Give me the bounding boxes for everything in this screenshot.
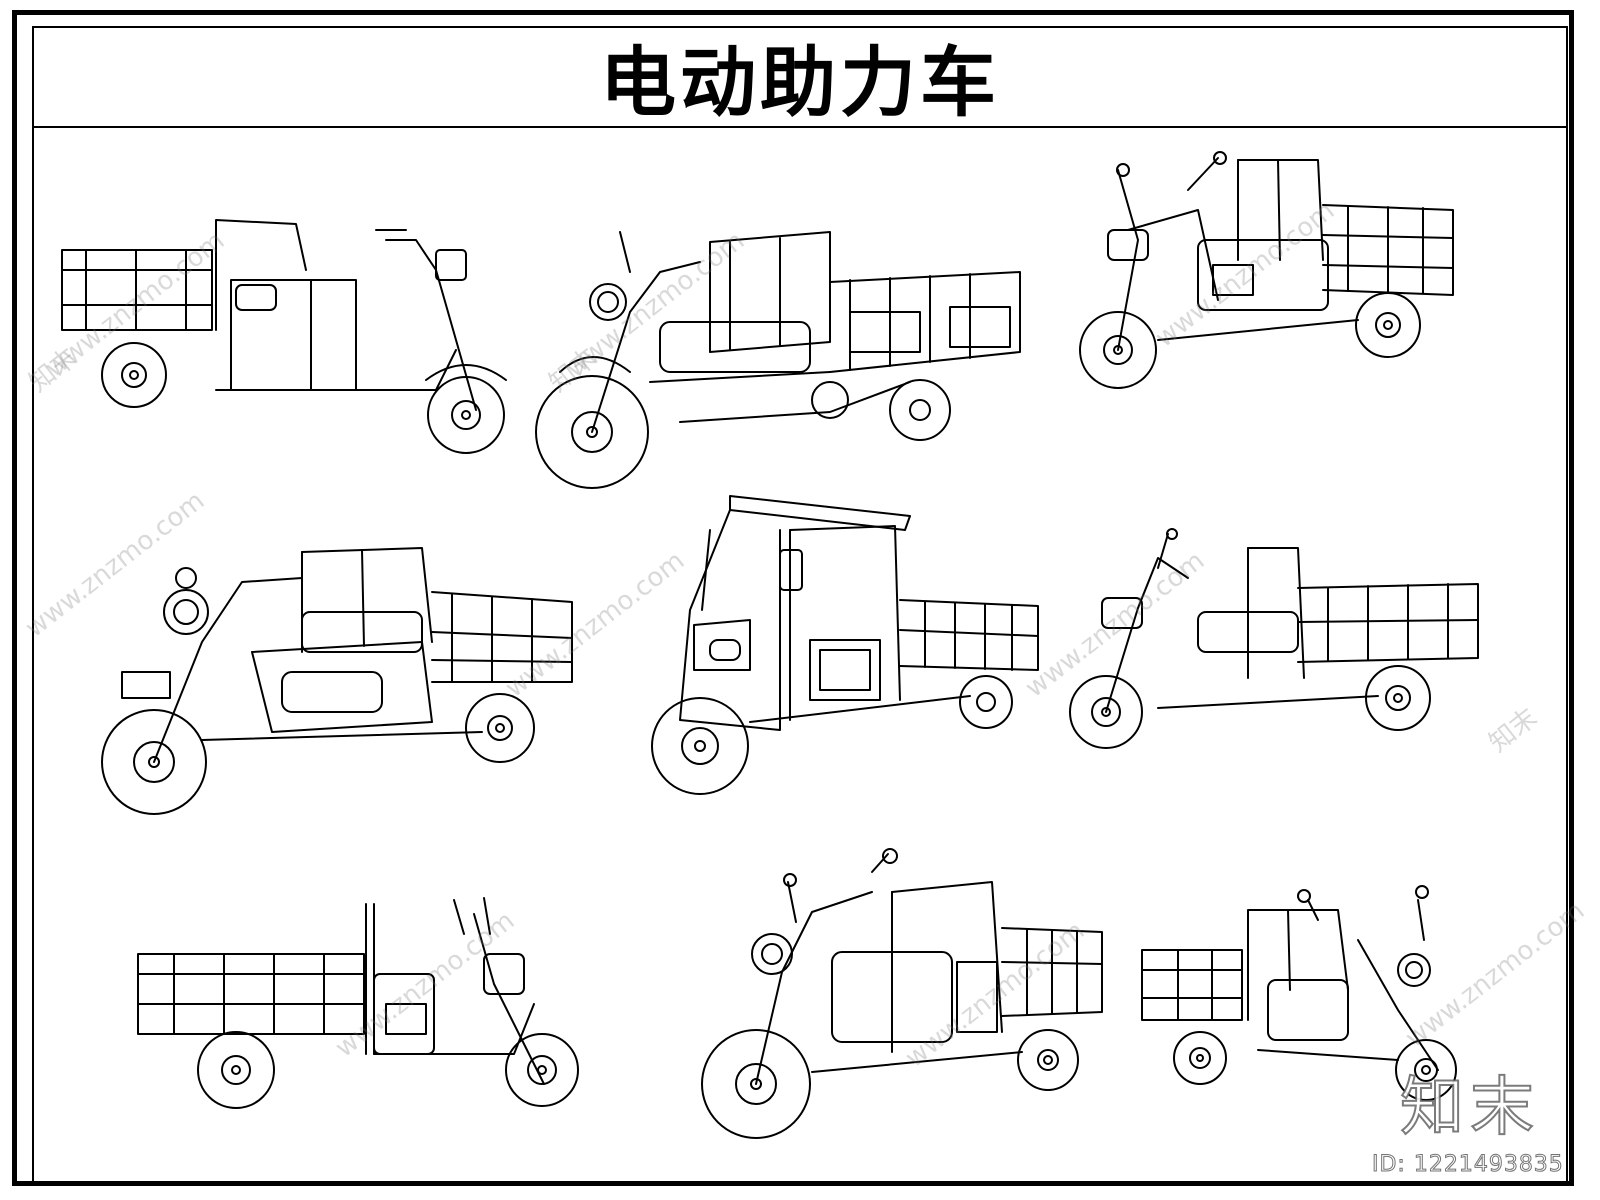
- vehicle-cargo-tricycle-3: [1068, 150, 1468, 392]
- vehicle-cargo-tricycle-6: [1058, 528, 1490, 760]
- brand-logo: 知末: [1399, 1070, 1540, 1146]
- tricycle-drawing: [61, 219, 507, 454]
- vehicle-cargo-tricycle-9: [1138, 880, 1470, 1104]
- tricycle-drawing: [1141, 885, 1457, 1101]
- tricycle-drawing: [535, 231, 1021, 489]
- tricycle-drawing: [651, 495, 1039, 795]
- outer-border: [12, 10, 1574, 1186]
- vehicle-cargo-tricycle-4: [101, 542, 582, 820]
- tricycle-drawing: [137, 897, 579, 1109]
- vehicle-cargo-tricycle-1: [56, 210, 516, 470]
- vehicle-cargo-tricycle-8: [701, 848, 1132, 1148]
- image-id: ID: 1221493835: [1372, 1152, 1564, 1178]
- inner-border: [32, 26, 1568, 1186]
- vehicle-cabin-tricycle: [650, 490, 1050, 802]
- tricycle-drawing: [1079, 151, 1454, 389]
- vehicle-cargo-tricycle-7: [134, 894, 592, 1116]
- vehicle-cargo-tricycle-2: [530, 222, 1030, 502]
- title-band: 电动助力车: [32, 26, 1568, 128]
- page-title: 电动助力车: [600, 38, 1000, 127]
- tricycle-drawing: [701, 848, 1103, 1139]
- tricycle-drawing: [101, 547, 573, 815]
- tricycle-drawing: [1069, 528, 1479, 749]
